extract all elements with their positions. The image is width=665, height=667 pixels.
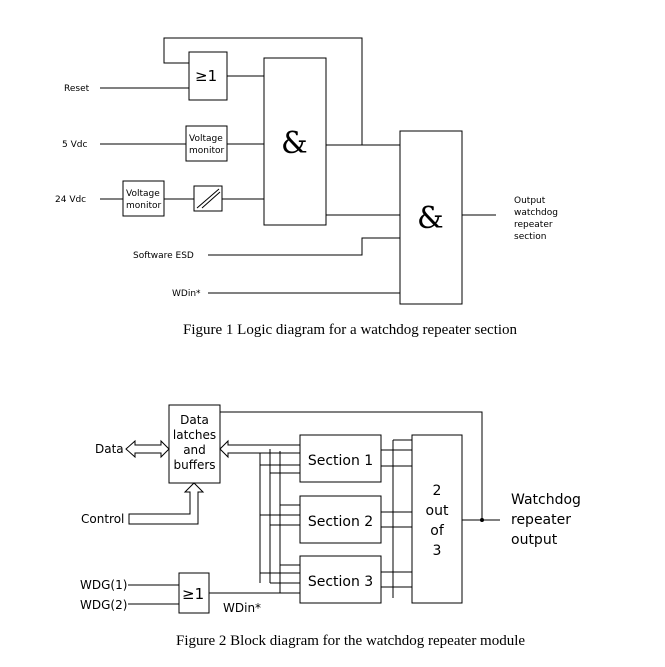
control-bus-arrow: [128, 482, 205, 525]
voter-box: [411, 434, 463, 604]
latches-line1: Data: [180, 413, 209, 427]
software-esd-label: Software ESD: [133, 251, 194, 261]
or-gate-symbol-fig1: ≥1: [195, 67, 217, 85]
figure-2-caption: Figure 2 Block diagram for the watchdog …: [176, 633, 525, 649]
section-1-box: [299, 434, 382, 483]
wdin-label-fig1: WDin*: [172, 289, 201, 299]
isolator-slash: [196, 188, 220, 209]
figure-2: Data latches and buffers Data Control Se…: [80, 404, 581, 649]
reset-label: Reset: [64, 84, 90, 94]
voltage-monitor-24v: [122, 180, 165, 217]
control-label: Control: [81, 512, 124, 526]
figure-1-wires: [100, 37, 496, 294]
latches-line2: latches: [173, 428, 216, 442]
voltage-monitor-5v-line1: Voltage: [189, 134, 223, 144]
and-gate-2: [399, 130, 463, 305]
latches-line3: and: [183, 443, 206, 457]
watchdog-output-line3: output: [511, 532, 558, 548]
voter-line4: 3: [433, 543, 442, 559]
isolator-slash-2: [201, 191, 221, 209]
voltage-monitor-24v-line1: Voltage: [126, 189, 160, 199]
figure-1: Reset 5 Vdc 24 Vdc Software ESD WDin* ≥1…: [55, 37, 558, 338]
output-label-line1: Output: [514, 196, 546, 206]
and-gate-1: [263, 57, 327, 226]
voltage-monitor-5v-line2: monitor: [189, 146, 225, 156]
section-3-box: [299, 555, 382, 604]
voter-line1: 2: [433, 483, 442, 499]
section-2-label: Section 2: [308, 514, 373, 530]
or-gate-symbol-fig2: ≥1: [182, 585, 204, 603]
watchdog-output-line1: Watchdog: [511, 492, 581, 508]
voltage-monitor-24v-line2: monitor: [126, 201, 162, 211]
junction-dot: [480, 518, 484, 522]
wdg1-label: WDG(1): [80, 578, 127, 592]
data-latches-box: [168, 404, 221, 484]
5vdc-label: 5 Vdc: [62, 140, 87, 150]
voltage-monitor-5v: [185, 125, 228, 162]
voter-line2: out: [426, 503, 449, 519]
section-1-label: Section 1: [308, 453, 373, 469]
watchdog-output-line2: repeater: [511, 512, 571, 528]
wdin-label-fig2: WDin*: [223, 601, 261, 615]
wdg2-label: WDG(2): [80, 598, 127, 612]
latches-line4: buffers: [173, 458, 215, 472]
and-gate-1-symbol: &: [281, 126, 308, 161]
section-3-label: Section 3: [308, 574, 373, 590]
and-gate-2-symbol: &: [417, 201, 444, 236]
voter-line3: of: [430, 523, 445, 539]
data-label: Data: [95, 442, 124, 456]
data-bus-arrow: [125, 439, 170, 459]
24vdc-label: 24 Vdc: [55, 195, 86, 205]
section-2-box: [299, 495, 382, 544]
or-gate-box-fig1: [188, 51, 228, 101]
figure-2-wires: [128, 411, 500, 605]
output-label-line4: section: [514, 232, 546, 242]
output-label-line2: watchdog: [514, 208, 558, 218]
or-gate-box-fig2: [178, 572, 210, 614]
figure-1-caption: Figure 1 Logic diagram for a watchdog re…: [183, 322, 518, 338]
output-label-line3: repeater: [514, 220, 553, 230]
